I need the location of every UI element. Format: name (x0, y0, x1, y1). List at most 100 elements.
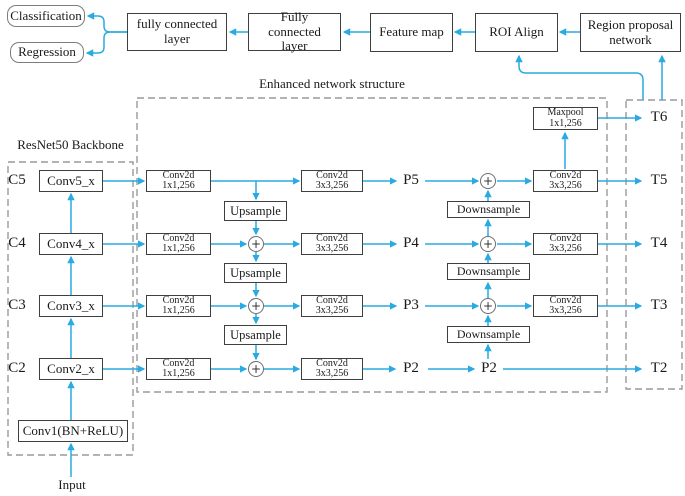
upsample-box-2: Upsample (224, 263, 287, 283)
conv1-label: Conv1(BN+ReLU) (22, 422, 124, 438)
conv3x-label: Conv3_x (47, 297, 95, 313)
fully-connected-layer-2-box: Fully connected layer (248, 9, 341, 54)
fully-connected-layer-1-label: fully connected layer (136, 16, 218, 46)
add-node-p3: + (248, 298, 264, 314)
t6-label: T6 (650, 109, 668, 125)
conv1x1-line2: 1x1,256 (162, 243, 195, 254)
maxpool-line2: 1x1,256 (549, 117, 582, 129)
add-node-t5: + (480, 173, 496, 189)
upsample-label: Upsample (230, 266, 281, 280)
backbone-title: ResNet50 Backbone (17, 137, 124, 152)
plus-icon: + (482, 174, 494, 188)
conv3x3-box-t5: Conv2d 3x3,256 (533, 170, 598, 192)
fully-connected-layer-2-label: Fully connected layer (268, 9, 321, 54)
conv5x-label: Conv5_x (47, 172, 95, 188)
region-proposal-network-label: Region proposal network (587, 16, 674, 47)
conv4x-label: Conv4_x (47, 235, 95, 251)
conv3x3-line1: Conv2d (549, 232, 582, 244)
conv3x3-line2: 3x3,256 (315, 305, 349, 316)
conv1x1-line1: Conv2d (162, 232, 195, 244)
downsample-box-1: Downsample (447, 201, 530, 218)
conv1x1-line2: 1x1,256 (162, 180, 195, 191)
t3-label: T3 (650, 297, 668, 313)
feature-map-label: Feature map (379, 24, 444, 40)
p3-label: P3 (403, 297, 419, 313)
enhanced-structure-region (136, 97, 608, 393)
roi-align-label: ROI Align (489, 24, 544, 40)
add-node-p2: + (248, 361, 264, 377)
plus-icon: + (482, 299, 494, 313)
roi-align-box: ROI Align (475, 13, 558, 52)
conv3x3-line2: 3x3,256 (549, 243, 582, 254)
conv1x1-line1: Conv2d (162, 294, 195, 306)
conv3x-box: Conv3_x (39, 295, 103, 317)
fully-connected-layer-1-box: fully connected layer (127, 13, 227, 51)
add-node-p4: + (248, 236, 264, 252)
region-proposal-network-box: Region proposal network (580, 13, 681, 52)
conv3x3-box-t4: Conv2d 3x3,256 (533, 233, 598, 255)
regression-label: Regression (18, 44, 76, 60)
enhanced-structure-title: Enhanced network structure (259, 76, 405, 91)
stage-label-c3: C3 (8, 297, 26, 313)
feature-map-box: Feature map (370, 13, 453, 52)
conv4x-box: Conv4_x (39, 233, 103, 255)
classification-box: Classification (7, 5, 85, 27)
downsample-label: Downsample (456, 326, 521, 341)
conv3x3-box-p3: Conv2d 3x3,256 (301, 295, 363, 317)
conv1x1-box-p4: Conv2d 1x1,256 (146, 233, 211, 255)
conv3x3-line2: 3x3,256 (315, 180, 349, 191)
plus-icon: + (250, 362, 262, 376)
conv1-box: Conv1(BN+ReLU) (18, 420, 128, 442)
t5-label: T5 (650, 172, 668, 188)
plus-icon: + (250, 237, 262, 251)
conv3x3-line1: Conv2d (316, 294, 348, 306)
downsample-label: Downsample (456, 201, 521, 216)
classification-label: Classification (10, 7, 82, 23)
t2-label: T2 (650, 360, 668, 376)
p4-label: P4 (403, 235, 419, 251)
conv1x1-box-p2: Conv2d 1x1,256 (146, 358, 211, 380)
conv3x3-line2: 3x3,256 (549, 180, 582, 191)
add-node-t3: + (480, 298, 496, 314)
conv3x3-line1: Conv2d (316, 232, 348, 244)
stage-label-c4: C4 (8, 235, 26, 251)
conv3x3-line2: 3x3,256 (315, 243, 349, 254)
upsample-box-3: Upsample (224, 325, 287, 345)
conv1x1-line2: 1x1,256 (162, 305, 195, 316)
conv3x3-line2: 3x3,256 (549, 305, 582, 316)
diagram-arrows (67, 12, 666, 477)
plus-icon: + (482, 237, 494, 251)
stage-label-c5: C5 (8, 172, 26, 188)
add-node-t4: + (480, 236, 496, 252)
conv3x3-line1: Conv2d (549, 169, 582, 181)
t4-label: T4 (650, 235, 668, 251)
maxpool-line1: Maxpool (547, 107, 584, 118)
p5-label: P5 (403, 172, 419, 188)
conv1x1-line1: Conv2d (162, 169, 195, 181)
plus-icon: + (250, 299, 262, 313)
maxpool-box: Maxpool 1x1,256 (533, 107, 598, 130)
conv3x3-box-p5: Conv2d 3x3,256 (301, 170, 363, 192)
conv3x3-line1: Conv2d (316, 169, 348, 181)
conv1x1-line2: 1x1,256 (162, 368, 195, 379)
p2-label: P2 (403, 360, 419, 376)
conv1x1-line1: Conv2d (162, 357, 195, 369)
downsample-label: Downsample (456, 263, 521, 278)
downsample-box-2: Downsample (447, 263, 530, 280)
conv3x3-line1: Conv2d (549, 294, 582, 306)
conv5x-box: Conv5_x (39, 170, 103, 192)
conv3x3-line2: 3x3,256 (315, 368, 349, 379)
upsample-label: Upsample (230, 204, 281, 218)
input-label: Input (58, 477, 86, 492)
regression-box: Regression (10, 42, 84, 63)
upsample-label: Upsample (230, 328, 281, 342)
conv3x3-box-p2: Conv2d 3x3,256 (301, 358, 363, 380)
downsample-box-3: Downsample (447, 326, 530, 343)
p2-mid-label: P2 (481, 360, 497, 376)
upsample-box-1: Upsample (224, 201, 287, 221)
conv1x1-box-p5: Conv2d 1x1,256 (146, 170, 211, 192)
conv3x3-line1: Conv2d (316, 357, 348, 369)
conv2x-box: Conv2_x (39, 358, 103, 380)
